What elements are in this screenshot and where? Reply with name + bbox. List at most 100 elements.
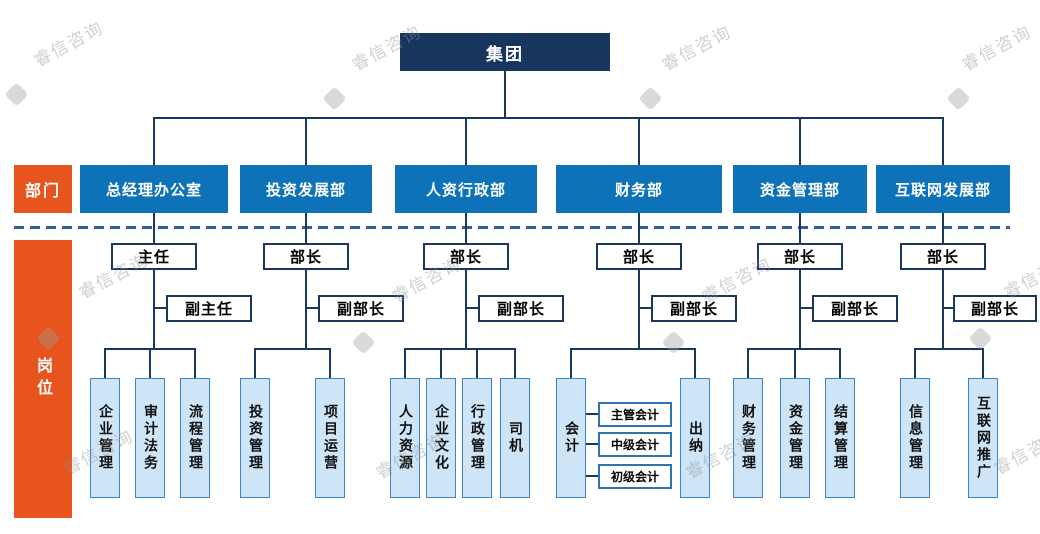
connector-line — [305, 270, 307, 350]
connector-line — [694, 348, 696, 378]
connector-line — [514, 348, 516, 378]
deputy-node: 副部长 — [812, 295, 898, 322]
connector-line — [465, 307, 478, 309]
department-node: 财务部 — [556, 165, 722, 213]
position-node: 审计法务 — [135, 378, 165, 498]
position-node: 信息管理 — [900, 378, 930, 498]
connector-line — [465, 117, 467, 165]
connector-line — [465, 270, 467, 350]
leader-node: 部长 — [263, 243, 349, 270]
connector-line — [942, 117, 944, 165]
connector-line — [149, 348, 151, 378]
position-node: 资金管理 — [780, 378, 810, 498]
connector-line — [982, 348, 984, 378]
connector-line — [254, 348, 331, 350]
position-node: 行政管理 — [462, 378, 492, 498]
department-node: 总经理办公室 — [80, 165, 228, 213]
position-node: 流程管理 — [180, 378, 210, 498]
leader-node: 部长 — [423, 243, 509, 270]
connector-line — [584, 413, 598, 415]
department-node: 互联网发展部 — [876, 165, 1010, 213]
position-node: 财务管理 — [733, 378, 763, 498]
connector-line — [404, 348, 406, 378]
department-node: 资金管理部 — [733, 165, 867, 213]
connector-line — [305, 307, 318, 309]
connector-line — [465, 213, 467, 243]
watermark-text: 睿信咨询 — [658, 22, 736, 76]
connector-line — [638, 270, 640, 350]
leader-node: 主任 — [111, 243, 197, 270]
position-node: 会计 — [556, 378, 586, 498]
connector-line — [404, 348, 516, 350]
watermark-logo-icon — [661, 330, 686, 355]
connector-line — [799, 270, 801, 350]
connector-line — [476, 348, 478, 378]
watermark-logo-icon — [351, 330, 376, 355]
connector-line — [914, 348, 916, 378]
position-node: 人力资源 — [390, 378, 420, 498]
position-node: 出纳 — [680, 378, 710, 498]
position-node: 项目运营 — [315, 378, 345, 498]
watermark-logo-icon — [322, 86, 347, 111]
connector-line — [799, 117, 801, 165]
row-label-position: 岗位 — [14, 240, 72, 518]
connector-line — [570, 348, 696, 350]
connector-line — [638, 117, 640, 165]
connector-line — [584, 443, 598, 445]
connector-line — [799, 213, 801, 243]
department-node: 人资行政部 — [395, 165, 537, 213]
deputy-node: 副部长 — [318, 295, 404, 322]
watermark-logo-icon — [968, 326, 993, 351]
position-node: 企业文化 — [426, 378, 456, 498]
connector-line — [638, 307, 651, 309]
connector-line — [153, 117, 944, 119]
leader-node: 部长 — [596, 243, 682, 270]
deputy-node: 副部长 — [478, 295, 564, 322]
connector-line — [942, 270, 944, 350]
sub-position-node: 初级会计 — [598, 464, 672, 489]
watermark-logo-icon — [4, 82, 29, 107]
connector-line — [104, 348, 106, 378]
deputy-node: 副主任 — [166, 295, 252, 322]
row-label-department: 部门 — [14, 165, 72, 213]
connector-line — [153, 270, 155, 350]
sub-position-node: 主管会计 — [598, 402, 672, 427]
connector-line — [839, 348, 841, 378]
connector-line — [638, 213, 640, 243]
connector-line — [584, 475, 598, 477]
connector-line — [153, 117, 155, 165]
watermark-text: 睿信咨询 — [958, 22, 1036, 76]
connector-line — [747, 348, 749, 378]
sub-position-node: 中级会计 — [598, 432, 672, 457]
connector-line — [570, 348, 572, 378]
position-node: 结算管理 — [825, 378, 855, 498]
section-divider — [14, 226, 1010, 229]
connector-line — [329, 348, 331, 378]
connector-line — [153, 307, 166, 309]
position-node: 互联网推广 — [968, 378, 998, 498]
connector-line — [799, 307, 812, 309]
connector-line — [194, 348, 196, 378]
watermark-logo-icon — [638, 86, 663, 111]
connector-line — [305, 213, 307, 243]
leader-node: 部长 — [900, 243, 986, 270]
connector-line — [504, 71, 506, 117]
connector-line — [942, 307, 955, 309]
watermark-logo-icon — [946, 86, 971, 111]
position-node: 企业管理 — [90, 378, 120, 498]
position-node: 投资管理 — [240, 378, 270, 498]
connector-line — [440, 348, 442, 378]
deputy-node: 副部长 — [953, 295, 1037, 322]
watermark-text: 睿信咨询 — [30, 18, 108, 72]
department-node: 投资发展部 — [240, 165, 372, 213]
deputy-node: 副部长 — [651, 295, 737, 322]
connector-line — [942, 213, 944, 243]
connector-line — [914, 348, 984, 350]
leader-node: 部长 — [757, 243, 843, 270]
connector-line — [794, 348, 796, 378]
connector-line — [153, 213, 155, 243]
group-root-node: 集团 — [400, 33, 610, 71]
connector-line — [305, 117, 307, 165]
position-node: 司机 — [500, 378, 530, 498]
